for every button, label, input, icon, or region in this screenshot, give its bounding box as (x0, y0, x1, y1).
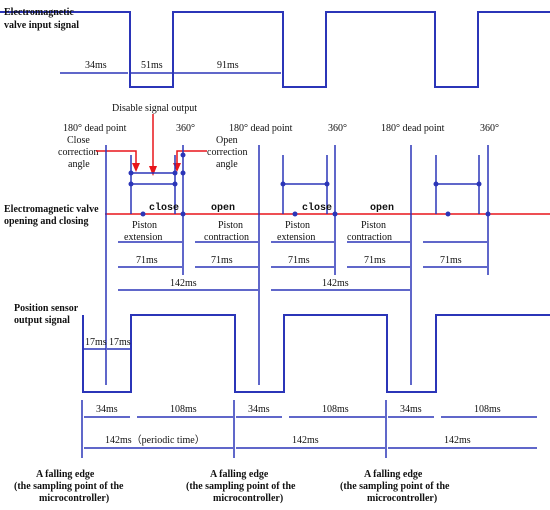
open-label-1: open (211, 203, 235, 214)
t142-label-d: 142ms (444, 435, 471, 446)
t142-periodic-label: 142ms（periodic time） (105, 434, 205, 446)
correction-bracket-2-dots (280, 181, 330, 187)
deg360-label-2: 360° (328, 123, 347, 134)
t71-label-2: 71ms (211, 255, 233, 266)
input-signal-title-line2: valve input signal (4, 20, 79, 31)
piston-b-line1: Piston (218, 220, 243, 231)
valve-divider-lines (105, 145, 489, 385)
t142-label-c: 142ms (292, 435, 319, 446)
sensor-signal-waveform (82, 314, 550, 393)
close-correction-arrowhead (132, 163, 140, 172)
t71-label-5: 71ms (440, 255, 462, 266)
open-label-2: open (370, 203, 394, 214)
correction-bracket-3 (435, 155, 480, 214)
sensor-34ms-label-3: 34ms (400, 404, 422, 415)
falling-edge-markers (81, 400, 387, 458)
t71-label-3: 71ms (288, 255, 310, 266)
open-correction-line3: angle (216, 159, 238, 170)
close-label-1: close (149, 202, 179, 214)
sensor-108ms-label-3: 108ms (474, 404, 501, 415)
open-correction-pointer (176, 150, 207, 168)
t17-label-2: 17ms (109, 337, 131, 348)
falling-edge-2-line3: microcontroller) (213, 493, 283, 504)
close-correction-line1: Close (67, 135, 90, 146)
input-signal-waveform (0, 11, 550, 88)
falling-edge-2-line1: A falling edge (210, 469, 269, 480)
deg360-label-1: 360° (176, 123, 195, 134)
sensor-34ms-label-1: 34ms (96, 404, 118, 415)
input-34ms-label: 34ms (85, 60, 107, 71)
open-correction-line1: Open (216, 135, 238, 146)
piston-c-line2: extension (277, 232, 315, 243)
piston-d-line2: contraction (347, 232, 392, 243)
piston-a-line2: extension (124, 232, 162, 243)
valve-title-line2: opening and closing (4, 216, 88, 227)
falling-edge-1-line3: microcontroller) (39, 493, 109, 504)
input-51ms-label: 51ms (141, 60, 163, 71)
t17-label-1: 17ms (85, 337, 107, 348)
sensor-108ms-label-2: 108ms (322, 404, 349, 415)
falling-edge-1-line1: A falling edge (36, 469, 95, 480)
dead-point-label-1: 180° dead point (63, 123, 127, 134)
dead-point-label-3: 180° dead point (381, 123, 445, 134)
sensor-108ms-label-1: 108ms (170, 404, 197, 415)
close-label-2: close (302, 202, 332, 214)
close-correction-pointer (96, 150, 137, 168)
open-correction-line2: correction (207, 147, 248, 158)
valve-title-line1: Electromagnetic valve (4, 204, 99, 215)
piston-d-line1: Piston (361, 220, 386, 231)
deg360-label-3: 360° (480, 123, 499, 134)
t142-label-b: 142ms (322, 278, 349, 289)
close-correction-line3: angle (68, 159, 90, 170)
falling-edge-3-line3: microcontroller) (367, 493, 437, 504)
close-correction-line2: correction (58, 147, 99, 158)
disable-signal-label: Disable signal output (112, 103, 197, 114)
t71-label-4: 71ms (364, 255, 386, 266)
input-signal-title-line1: Electromagnetic (4, 7, 74, 18)
piston-c-line1: Piston (285, 220, 310, 231)
sensor-title-line1: Position sensor (14, 303, 79, 314)
t71-label-1: 71ms (136, 255, 158, 266)
sensor-title-line2: output signal (14, 315, 70, 326)
correction-bracket-3-dots (433, 181, 482, 187)
valve-axis-dots (140, 211, 491, 217)
input-91ms-label: 91ms (217, 60, 239, 71)
piston-b-line2: contraction (204, 232, 249, 243)
disable-signal-arrowhead (149, 166, 157, 176)
falling-edge-3-line1: A falling edge (364, 469, 423, 480)
correction-bracket-1-dots (128, 152, 186, 187)
falling-edge-3-line2: (the sampling point of the (340, 481, 450, 492)
piston-a-line1: Piston (132, 220, 157, 231)
dead-point-label-2: 180° dead point (229, 123, 293, 134)
falling-edge-2-line2: (the sampling point of the (186, 481, 296, 492)
falling-edge-1-line2: (the sampling point of the (14, 481, 124, 492)
sensor-34ms-label-2: 34ms (248, 404, 270, 415)
t142-label-a: 142ms (170, 278, 197, 289)
